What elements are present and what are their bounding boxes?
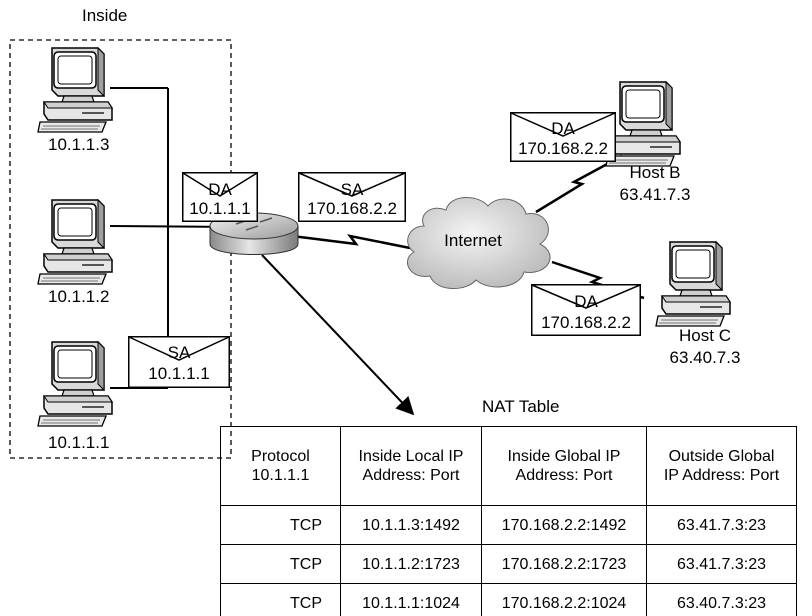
nat-table: Protocol 10.1.1.1 Inside Local IP Addres… [220,426,797,616]
header-line: Protocol [251,448,310,465]
cell-outside-global: 63.40.7.3:23 [646,583,797,616]
cell-inside-global: 170.168.2.2:1024 [481,583,647,616]
host-ip-10.1.1.1: 10.1.1.1 [48,433,110,452]
cell-protocol: TCP [220,505,341,545]
envelope-hostC-da: DA 170.168.2.2 [531,284,641,336]
computer-icon [37,199,113,285]
header-line: Outside Global [668,448,775,465]
envelope-address: 170.168.2.2 [518,139,608,158]
envelope-address: 10.1.1.1 [189,199,251,218]
computer-icon [37,341,113,427]
inside-boundary [9,39,232,459]
computer-icon [655,241,731,327]
wan-link-router [291,234,411,250]
envelope-address: 170.168.2.2 [307,199,397,218]
arrow-to-nat-table [261,254,415,416]
cell-protocol: TCP [220,544,341,584]
envelope-tag: SA [340,180,364,199]
envelope-tag: DA [551,119,575,138]
envelope-router-sa: SA 170.168.2.2 [298,172,406,222]
table-row: TCP 10.1.1.2:1723 170.168.2.2:1723 63.41… [220,544,797,584]
table-row: TCP 10.1.1.3:1492 170.168.2.2:1492 63.41… [220,505,797,545]
cell-inside-global: 170.168.2.2:1723 [481,544,647,584]
header-inside-global: Inside Global IP Address: Port [481,426,647,506]
table-row: TCP 10.1.1.1:1024 170.168.2.2:1024 63.40… [220,583,797,616]
envelope-tag: DA [574,292,598,311]
header-inside-local: Inside Local IP Address: Port [340,426,482,506]
wan-link-hostB [535,154,623,214]
header-outside-global: Outside Global IP Address: Port [646,426,797,506]
envelope-router-da: DA 10.1.1.1 [182,172,258,222]
host-b-ip: 63.41.7.3 [619,185,691,204]
host-ip-10.1.1.2: 10.1.1.2 [48,287,110,306]
internet-label: Internet [444,231,502,250]
header-line: Inside Local IP [358,448,464,465]
header-line: Address: Port [362,467,460,484]
cell-inside-local: 10.1.1.1:1024 [340,583,482,616]
envelope-inside-sa: SA 10.1.1.1 [128,336,230,388]
cell-outside-global: 63.41.7.3:23 [646,505,797,545]
cell-outside-global: 63.41.7.3:23 [646,544,797,584]
cell-inside-local: 10.1.1.2:1723 [340,544,482,584]
header-line: 10.1.1.1 [251,467,310,484]
nat-table-header-row: Protocol 10.1.1.1 Inside Local IP Addres… [220,426,797,506]
host-ip-10.1.1.3: 10.1.1.3 [48,135,110,154]
computer-icon [605,81,681,167]
header-line: IP Address: Port [663,467,780,484]
envelope-tag: SA [167,343,191,362]
envelope-address: 170.168.2.2 [541,313,631,332]
router-icon [209,212,299,255]
envelope-tag: DA [208,180,232,199]
envelope-address: 10.1.1.1 [148,364,210,383]
header-line: Inside Global IP [507,448,621,465]
cell-inside-local: 10.1.1.3:1492 [340,505,482,545]
inside-label: Inside [82,6,128,25]
host-c-name: Host C [679,326,731,345]
host-c-ip: 63.40.7.3 [669,348,741,367]
internet-cloud [407,197,551,289]
cell-protocol: TCP [220,583,341,616]
header-protocol: Protocol 10.1.1.1 [220,426,341,506]
computer-icon [37,47,113,133]
nat-table-title: NAT Table [482,397,560,416]
envelope-hostB-da: DA 170.168.2.2 [510,112,616,162]
cell-inside-global: 170.168.2.2:1492 [481,505,647,545]
header-line: Address: Port [515,467,613,484]
host-b-name: Host B [629,163,681,182]
